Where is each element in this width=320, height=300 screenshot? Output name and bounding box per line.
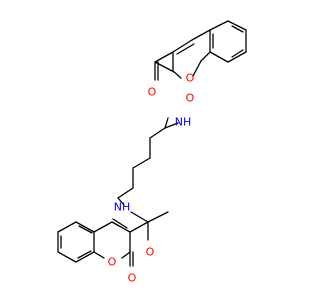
top-carbonyl-oxygen: O bbox=[148, 86, 157, 99]
bottom-carbonyl-oxygen: O bbox=[146, 246, 155, 259]
bottom-ring-oxygen: O bbox=[108, 256, 117, 269]
top-ring-oxygen: O bbox=[186, 72, 195, 85]
bottom-lactone-oxygen: O bbox=[128, 272, 137, 285]
molecule-structure: O O O NH NH O O O bbox=[57, 20, 247, 285]
top-lactone-oxygen: O bbox=[186, 92, 195, 105]
atom-labels: O O O NH NH O O O bbox=[108, 72, 195, 285]
bond-lines bbox=[57, 20, 247, 267]
bottom-amide-nitrogen: NH bbox=[114, 201, 131, 214]
top-amide-nitrogen: NH bbox=[175, 116, 192, 129]
